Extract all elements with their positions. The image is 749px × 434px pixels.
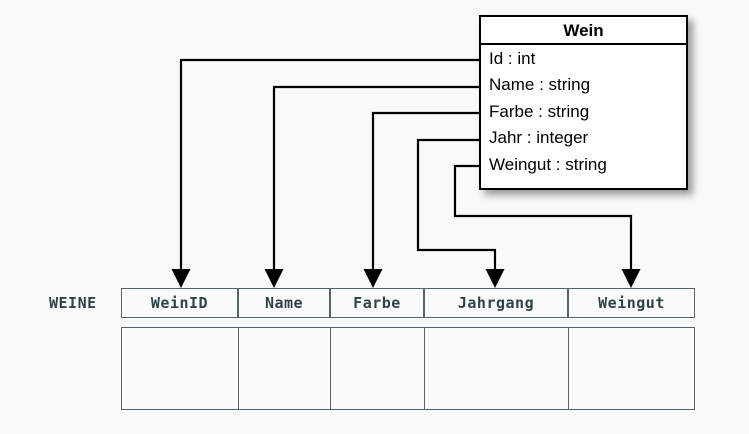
arrow-id-to-weinid bbox=[171, 269, 191, 288]
arrow-name-to-name bbox=[264, 269, 284, 288]
connector-jahr-to-jahrgang bbox=[416, 138, 505, 288]
uml-class-title: Wein bbox=[481, 17, 686, 45]
relation-cell-jahrgang bbox=[424, 327, 568, 410]
relation-cell-weinid bbox=[121, 327, 238, 410]
uml-attribute-farbe: Farbe : string bbox=[489, 101, 590, 121]
relation-cell-farbe bbox=[330, 327, 424, 410]
relation-column-weingut: Weingut bbox=[568, 288, 695, 318]
relation-cell-name bbox=[238, 327, 330, 410]
uml-attribute-name: Name : string bbox=[489, 75, 591, 95]
relation-name-label: WEINE bbox=[49, 294, 97, 312]
connector-farbe-to-farbe bbox=[363, 111, 479, 288]
relation-column-weinid: WeinID bbox=[121, 288, 238, 318]
relation-header-row: WeinID Name Farbe Jahrgang Weingut bbox=[121, 288, 695, 318]
connector-weingut-to-weingut bbox=[453, 164, 641, 288]
relation-column-farbe: Farbe bbox=[330, 288, 424, 318]
uml-class-wein[interactable]: Wein Id : int Name : string Farbe : stri… bbox=[479, 15, 688, 190]
connector-name-to-name bbox=[264, 85, 479, 288]
uml-attribute-id: Id : int bbox=[489, 49, 536, 68]
uml-attribute-list: Id : int Name : string Farbe : string Ja… bbox=[481, 45, 686, 178]
uml-attribute-jahr: Jahr : integer bbox=[489, 128, 589, 148]
relation-cell-weingut bbox=[568, 327, 695, 410]
connector-id-to-weinid bbox=[171, 58, 479, 288]
relation-column-name: Name bbox=[238, 288, 330, 318]
arrow-weingut-to-weingut bbox=[621, 269, 641, 288]
relation-column-jahrgang: Jahrgang bbox=[424, 288, 568, 318]
uml-attribute-weingut: Weingut : string bbox=[489, 154, 607, 174]
arrow-farbe-to-farbe bbox=[363, 269, 383, 288]
relation-data-row bbox=[121, 327, 695, 410]
arrow-jahr-to-jahrgang bbox=[485, 269, 505, 288]
